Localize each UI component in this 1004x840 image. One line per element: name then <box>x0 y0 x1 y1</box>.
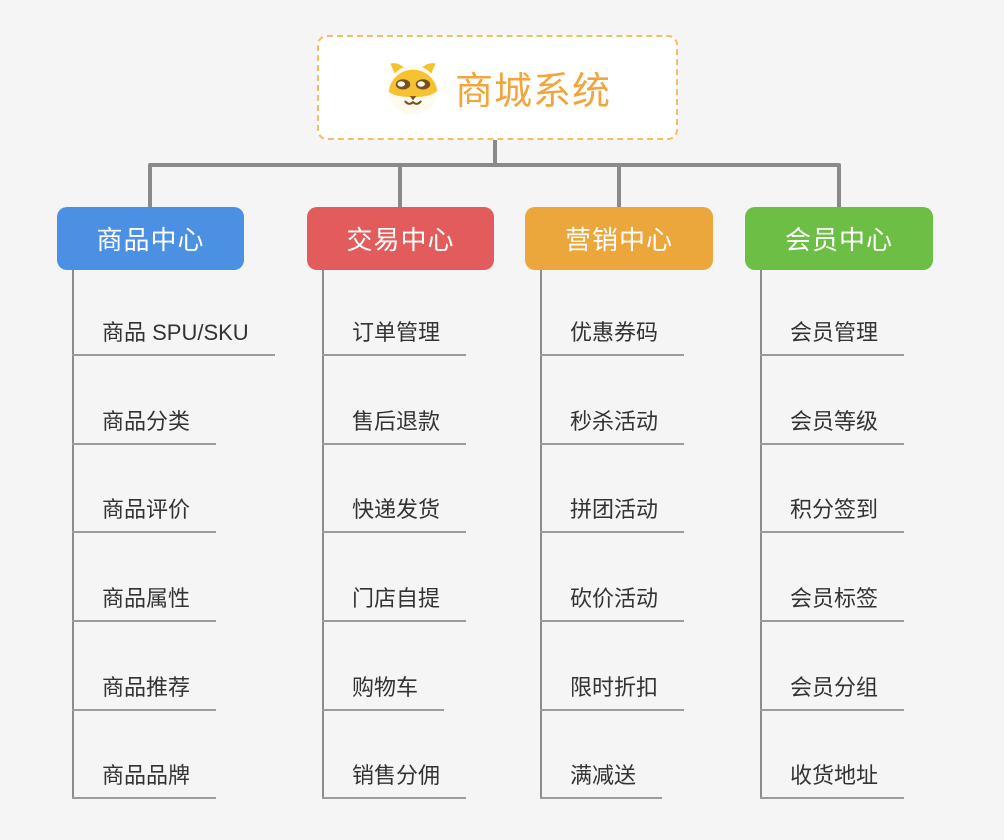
connector-drop-trade <box>398 165 402 209</box>
branch-label: 会员中心 <box>784 225 893 255</box>
branch-spine <box>540 270 542 799</box>
leaf-group-buy[interactable]: 拼团活动 <box>540 497 685 533</box>
branch-node-members[interactable]: 会员中心 <box>745 207 933 270</box>
branch-column-marketing: 营销中心 优惠券码 秒杀活动 拼团活动 砍价活动 限时折扣 满减送 <box>525 207 713 801</box>
leaf-limited-time-discount[interactable]: 限时折扣 <box>540 675 685 711</box>
connector-drop-members <box>837 165 841 209</box>
branch-node-products[interactable]: 商品中心 <box>57 207 244 270</box>
leaf-coupon-code[interactable]: 优惠券码 <box>540 320 685 356</box>
root-title: 商城系统 <box>454 71 611 113</box>
connector-drop-marketing <box>617 165 621 209</box>
leaf-product-brand[interactable]: 商品品牌 <box>72 763 217 799</box>
branch-label: 商品中心 <box>96 225 205 255</box>
leaf-product-review[interactable]: 商品评价 <box>72 497 217 533</box>
branch-spine <box>760 270 762 799</box>
leaf-product-recommend[interactable]: 商品推荐 <box>72 675 217 711</box>
root-node[interactable]: 商城系统 <box>317 35 678 140</box>
leaf-bargain-activity[interactable]: 砍价活动 <box>540 586 685 622</box>
leaf-shipping-address[interactable]: 收货地址 <box>760 763 905 799</box>
leaf-order-management[interactable]: 订单管理 <box>322 320 467 356</box>
leaf-sales-commission[interactable]: 销售分佣 <box>322 763 467 799</box>
leaf-flash-sale[interactable]: 秒杀活动 <box>540 409 685 445</box>
leaf-product-attribute[interactable]: 商品属性 <box>72 586 217 622</box>
shiba-dog-icon <box>388 62 438 114</box>
leaf-product-category[interactable]: 商品分类 <box>72 409 217 445</box>
leaf-store-pickup[interactable]: 门店自提 <box>322 586 467 622</box>
branch-label: 营销中心 <box>564 225 673 255</box>
leaf-member-group[interactable]: 会员分组 <box>760 675 905 711</box>
leaf-product-spu-sku[interactable]: 商品 SPU/SKU <box>72 320 275 356</box>
leaf-full-reduction[interactable]: 满减送 <box>540 763 663 799</box>
branch-spine <box>72 270 74 799</box>
connector-horizontal-bus <box>148 163 841 167</box>
branch-column-trade: 交易中心 订单管理 售后退款 快递发货 门店自提 购物车 销售分佣 <box>307 207 494 801</box>
connector-root-drop <box>493 139 497 165</box>
leaf-express-shipping[interactable]: 快递发货 <box>322 497 467 533</box>
leaf-points-checkin[interactable]: 积分签到 <box>760 497 905 533</box>
branch-label: 交易中心 <box>346 225 455 255</box>
branch-node-marketing[interactable]: 营销中心 <box>525 207 713 270</box>
leaf-member-management[interactable]: 会员管理 <box>760 320 905 356</box>
leaf-member-tag[interactable]: 会员标签 <box>760 586 905 622</box>
leaf-aftersale-refund[interactable]: 售后退款 <box>322 409 467 445</box>
branch-node-trade[interactable]: 交易中心 <box>307 207 494 270</box>
branch-spine <box>322 270 324 799</box>
branch-column-members: 会员中心 会员管理 会员等级 积分签到 会员标签 会员分组 收货地址 <box>745 207 933 801</box>
connector-drop-products <box>148 165 152 209</box>
branch-column-products: 商品中心 商品 SPU/SKU 商品分类 商品评价 商品属性 商品推荐 商品品牌 <box>57 207 275 801</box>
leaf-member-level[interactable]: 会员等级 <box>760 409 905 445</box>
leaf-shopping-cart[interactable]: 购物车 <box>322 675 445 711</box>
